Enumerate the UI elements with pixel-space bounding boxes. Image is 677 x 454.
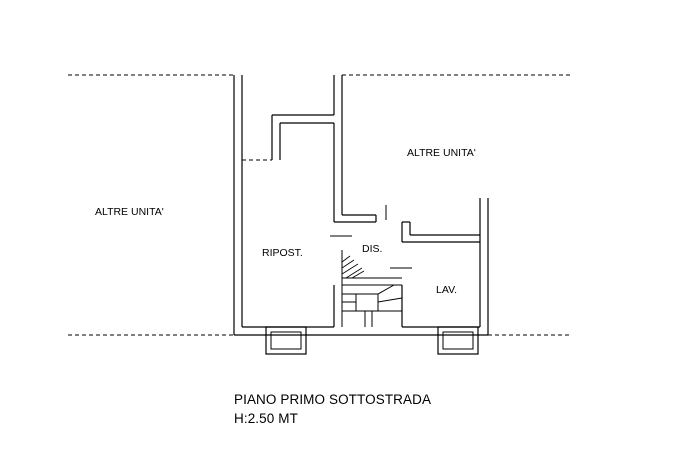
light-well-right bbox=[437, 326, 479, 355]
door-symbols bbox=[330, 205, 412, 269]
staircase bbox=[341, 250, 403, 327]
label-laundry: LAV. bbox=[436, 284, 457, 296]
plan-title: PIANO PRIMO SOTTOSTRADA bbox=[234, 392, 432, 407]
plan-height: H:2.50 MT bbox=[234, 411, 298, 426]
light-well-left bbox=[265, 326, 307, 355]
outer-wall-bottom bbox=[234, 326, 488, 336]
label-hallway: DIS. bbox=[362, 243, 382, 255]
label-right-units: ALTRE UNITA' bbox=[407, 147, 476, 159]
label-storage: RIPOST. bbox=[262, 247, 303, 259]
label-left-units: ALTRE UNITA' bbox=[95, 206, 164, 218]
laundry-walls bbox=[401, 198, 489, 335]
outer-wall-left bbox=[233, 75, 243, 335]
storage-walls bbox=[271, 75, 377, 327]
